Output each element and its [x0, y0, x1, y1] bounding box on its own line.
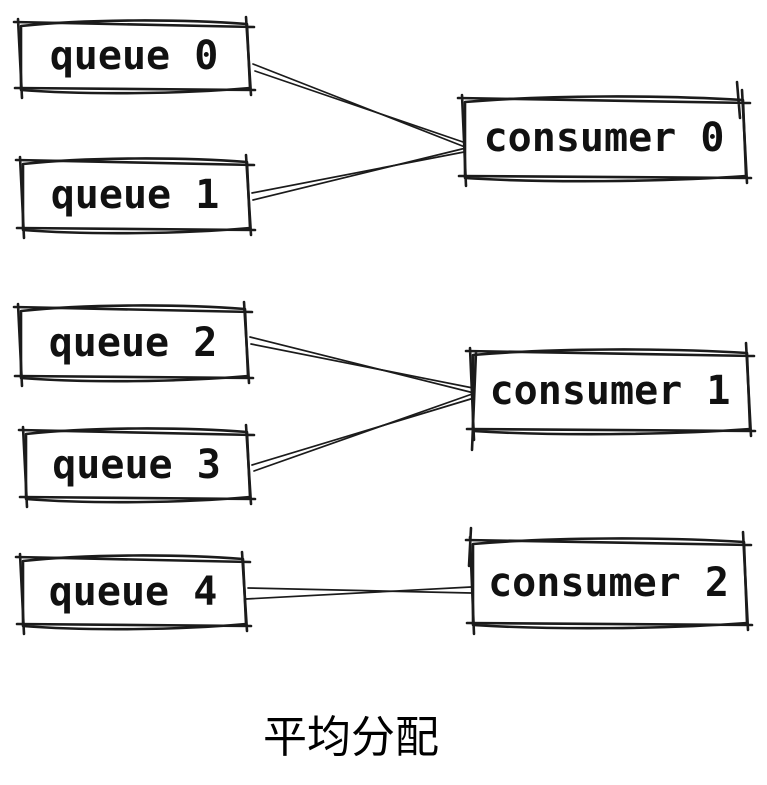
- connector-queue-3-consumer-1: [251, 392, 476, 472]
- node-box-queue-1: [14, 153, 257, 240]
- node-box-consumer-2: [464, 526, 754, 636]
- connector-queue-2-consumer-1: [249, 336, 475, 394]
- node-box-queue-4: [14, 550, 253, 636]
- connector-queue-4-consumer-2: [245, 586, 472, 600]
- node-box-queue-0: [12, 15, 257, 100]
- connector-queue-0-consumer-0: [252, 63, 466, 148]
- node-box-queue-2: [12, 300, 255, 388]
- node-box-consumer-0: [456, 80, 753, 188]
- node-box-queue-3: [17, 423, 257, 509]
- diagram-caption: 平均分配: [263, 712, 439, 763]
- connector-queue-1-consumer-0: [251, 147, 467, 201]
- node-box-consumer-1: [464, 341, 757, 452]
